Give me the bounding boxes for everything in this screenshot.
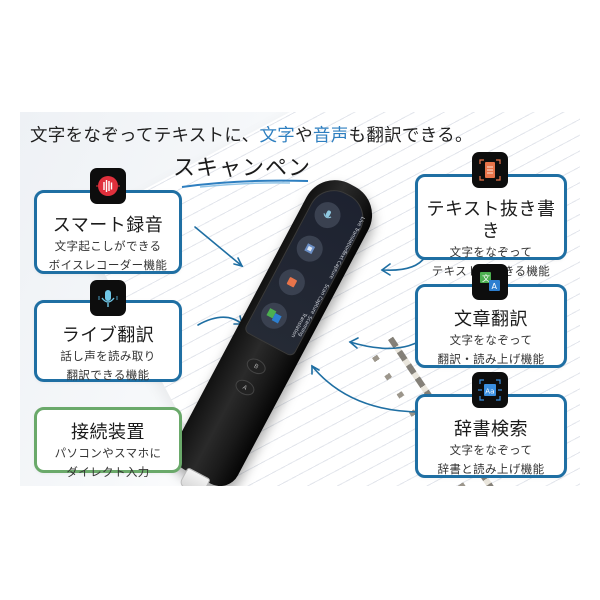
feature-title: テキスト抜き書き xyxy=(426,199,556,242)
svg-text:Aa: Aa xyxy=(485,388,494,396)
capture-app-icon[interactable] xyxy=(274,264,310,300)
feature-card-connection: 接続装置 パソコンやスマホに ダイレクト入力 xyxy=(34,407,182,479)
feature-desc-line2: 辞書と読み上げ機能 xyxy=(437,462,545,476)
scan-pen-device: Live Translation Text Capture Scan Captu… xyxy=(166,168,384,486)
headline-middle: や xyxy=(295,126,313,146)
headline-highlight-voice: 音声 xyxy=(312,126,349,146)
headline: 文字をなぞってテキストに、文字や音声も翻訳できる。 xyxy=(30,122,473,147)
feature-desc-line1: 文字をなぞって xyxy=(449,443,533,457)
feature-desc-line1: 文字をなぞって xyxy=(449,245,533,259)
headline-suffix: も翻訳できる。 xyxy=(348,126,473,146)
feature-desc-line1: 話し声を読み取り xyxy=(60,349,156,363)
feature-card-live-translation: ライブ翻訳 話し声を読み取り 翻訳できる機能 xyxy=(34,300,182,382)
product-banner: 文字をなぞってテキストに、文字や音声も翻訳できる。 スキャンペン Live Tr… xyxy=(20,112,580,486)
translate-icon: 文 A xyxy=(472,264,508,300)
feature-card-dictionary: 辞書検索 文字をなぞって 辞書と読み上げ機能 xyxy=(415,394,567,478)
feature-desc-line2: ダイレクト入力 xyxy=(66,465,150,479)
svg-text:文: 文 xyxy=(482,273,490,283)
feature-title: 文章翻訳 xyxy=(454,309,528,330)
document-scan-icon xyxy=(472,152,508,188)
headline-highlight-text: 文字 xyxy=(259,126,296,146)
subtitle-underline-decoration xyxy=(181,179,309,188)
feature-title: ライブ翻訳 xyxy=(61,325,155,346)
feature-desc-line2: 翻訳・読み上げ機能 xyxy=(437,352,545,366)
feature-desc-line1: 文字をなぞって xyxy=(449,333,533,347)
feature-desc-line2: ボイスレコーダー機能 xyxy=(48,258,168,272)
translate-app-icon[interactable] xyxy=(256,298,292,334)
headline-prefix: 文字をなぞってテキストに、 xyxy=(30,126,260,146)
feature-desc-line1: 文字起こしができる xyxy=(54,239,162,253)
feature-title: スマート録音 xyxy=(52,215,164,236)
product-name: スキャンペン xyxy=(173,156,312,181)
feature-title: 辞書検索 xyxy=(454,419,528,440)
pen-scan-tip xyxy=(178,467,211,486)
dictionary-scan-icon: Aa xyxy=(472,372,508,408)
feature-desc-line1: パソコンやスマホに xyxy=(54,446,162,460)
mic-app-icon[interactable] xyxy=(309,197,346,233)
pen-screen: Live Translation Text Capture Scan Captu… xyxy=(243,180,373,358)
sound-wave-icon xyxy=(90,168,126,204)
pen-button-a[interactable]: A xyxy=(232,376,258,399)
microphone-icon xyxy=(90,280,126,316)
feature-desc-line2: 翻訳できる機能 xyxy=(66,368,150,382)
scan-app-icon[interactable] xyxy=(292,231,328,267)
feature-card-smart-recording: スマート録音 文字起こしができる ボイスレコーダー機能 xyxy=(34,190,182,274)
pen-button-b[interactable]: B xyxy=(244,355,269,378)
feature-title: 接続装置 xyxy=(71,422,145,443)
svg-text:A: A xyxy=(492,282,498,291)
